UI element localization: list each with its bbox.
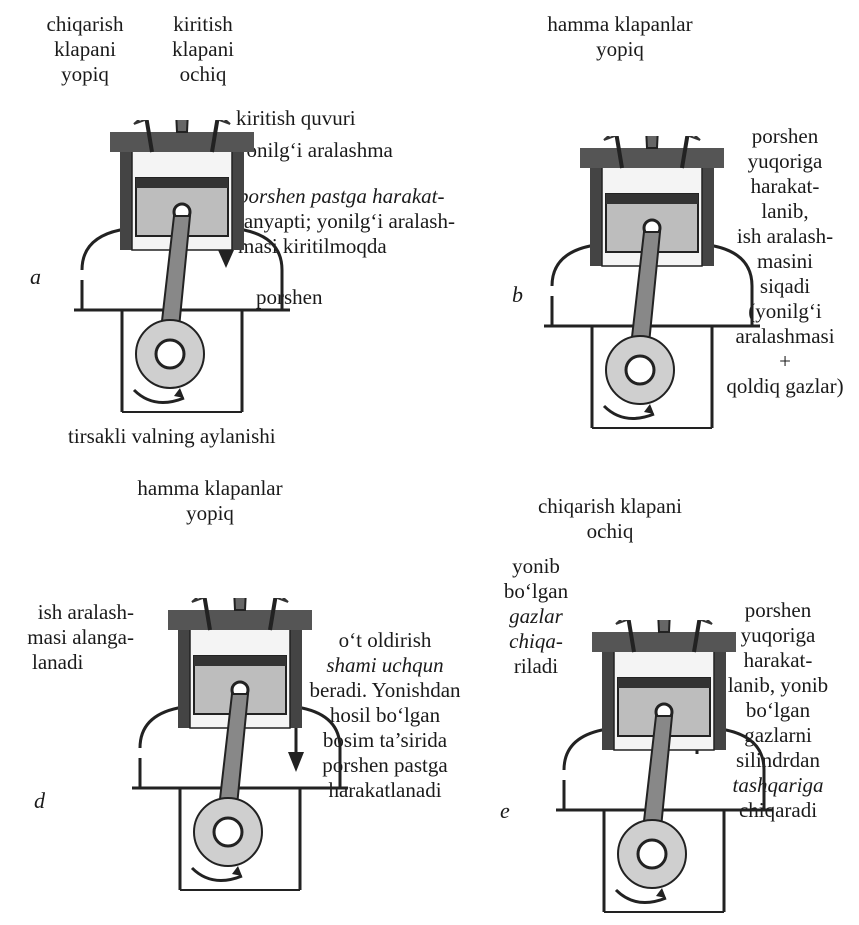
cylinder-head xyxy=(110,132,254,152)
cylinder-right-wall xyxy=(290,628,302,728)
engine-svg xyxy=(120,598,360,898)
spark-plug xyxy=(174,120,190,132)
intake-valve-open-label: kiritish klapani ochiq xyxy=(148,12,258,87)
engine-diagram-b xyxy=(532,136,772,441)
engine-svg xyxy=(544,620,784,920)
all-valves-closed-label: hamma klapanlar yopiq xyxy=(110,476,310,526)
engine-diagram-d xyxy=(120,598,360,903)
engine-diagram-a xyxy=(62,120,302,425)
cylinder-left-wall xyxy=(590,166,602,266)
panel-d-power: hamma klapanlar yopiq ish aralash- masi … xyxy=(0,470,470,857)
panel-letter-d: d xyxy=(34,788,45,814)
panel-e-exhaust: chiqarish klapani ochiq yonib bo‘lgan ga… xyxy=(470,470,859,857)
panel-b-compression: hamma klapanlar yopiq porshen yuqoriga h… xyxy=(430,0,859,460)
cylinder-left-wall xyxy=(602,650,614,750)
cylinder-right-wall xyxy=(232,150,244,250)
cylinder-head xyxy=(168,610,312,630)
spark-plug xyxy=(644,136,660,148)
engine-svg xyxy=(62,120,302,420)
panel-letter-e: e xyxy=(500,798,510,824)
exhaust-valve-closed-label: chiqarish klapani yopiq xyxy=(30,12,140,87)
cylinder-right-wall xyxy=(702,166,714,266)
cylinder-head xyxy=(592,632,736,652)
panel-letter-a: a xyxy=(30,264,41,290)
all-valves-closed-label: hamma klapanlar yopiq xyxy=(520,12,720,62)
spark-plug xyxy=(232,598,248,610)
panel-a-intake: chiqarish klapani yopiq kiritish klapani… xyxy=(0,0,430,440)
ignition-label: ish aralash- masi alanga- lanadi xyxy=(4,600,134,675)
panel-letter-b: b xyxy=(512,282,523,308)
crankshaft-rotation-label: tirsakli valning aylanishi xyxy=(68,424,276,449)
cylinder-right-wall xyxy=(714,650,726,750)
exhaust-valve-open-label: chiqarish klapani ochiq xyxy=(510,494,710,544)
spark-plug xyxy=(656,620,672,632)
cylinder-head xyxy=(580,148,724,168)
engine-svg xyxy=(532,136,772,436)
cylinder-left-wall xyxy=(178,628,190,728)
cylinder-left-wall xyxy=(120,150,132,250)
engine-diagram-e xyxy=(544,620,784,925)
